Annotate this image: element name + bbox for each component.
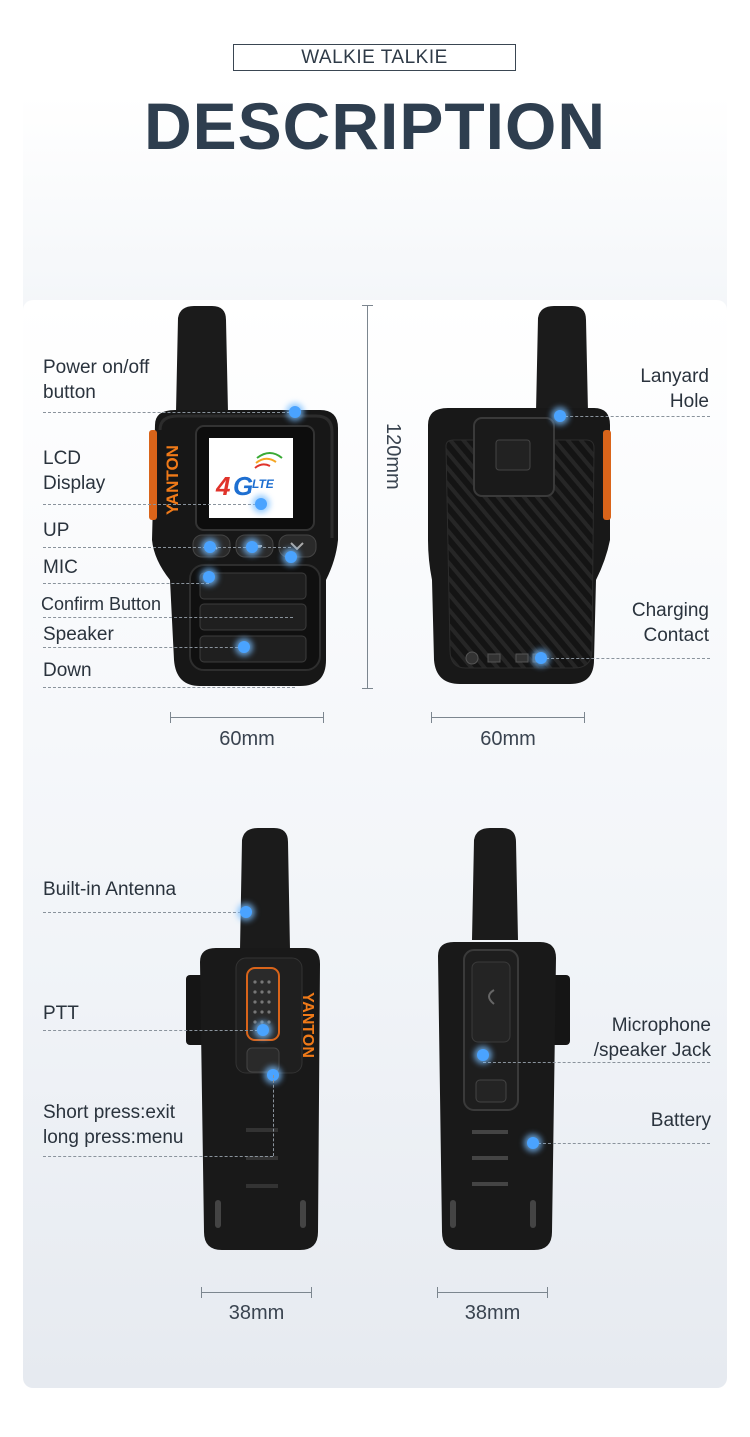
label-lanyard-hole: Lanyard Hole <box>640 366 709 412</box>
leader-down <box>43 687 295 688</box>
callout-dot-lanyard <box>554 410 566 422</box>
callout-dot-up <box>204 541 216 553</box>
leader-up <box>43 547 291 548</box>
label-down: Down <box>43 660 92 681</box>
label-up: UP <box>43 520 70 541</box>
section-subtitle: WALKIE TALKIE <box>233 44 516 71</box>
leader-speaker <box>43 647 243 648</box>
leader-mic <box>43 583 209 584</box>
label-short-long-press: Short press:exit long press:menu <box>43 1102 184 1148</box>
dimension-side-right-width-line <box>437 1287 548 1298</box>
leader-lcd <box>43 504 261 505</box>
callout-dot-mic <box>203 571 215 583</box>
callout-dot-jack <box>477 1049 489 1061</box>
dimension-front-width-line <box>170 712 324 723</box>
callout-dot-down-btn <box>285 551 297 563</box>
dimension-back-width-label: 60mm <box>480 728 536 750</box>
svg-text:LTE: LTE <box>252 477 275 491</box>
label-built-in-antenna: Built-in Antenna <box>43 879 177 900</box>
callout-dot-battery <box>527 1137 539 1149</box>
dimension-side-right-width-label: 38mm <box>464 1302 521 1324</box>
callout-dot-charging <box>535 652 547 664</box>
brand-logo-side: YANTON <box>299 992 316 1058</box>
callout-dot-ptt <box>257 1024 269 1036</box>
svg-text:4: 4 <box>215 471 231 501</box>
label-charging-contact: Charging Contact <box>631 600 709 646</box>
leader-short-press <box>43 1156 273 1157</box>
leader-confirm <box>43 617 293 618</box>
dimension-back-width-line <box>431 712 585 723</box>
brand-logo-front: YANTON <box>163 445 182 515</box>
leader-power <box>43 412 295 413</box>
dimension-side-left-width-label: 38mm <box>228 1302 285 1324</box>
dimension-side-left-width-line <box>201 1287 312 1298</box>
label-mic: MIC <box>43 557 78 578</box>
svg-text:G: G <box>233 471 253 501</box>
callout-dot-lcd <box>255 498 267 510</box>
leader-battery <box>533 1143 710 1144</box>
leader-ptt <box>43 1030 263 1031</box>
dimension-height-line <box>362 305 373 689</box>
leader-charging <box>541 658 710 659</box>
dimension-front-width-label: 60mm <box>219 728 275 750</box>
dimension-height-label: 120mm <box>382 423 404 490</box>
leader-jack <box>483 1062 710 1063</box>
leader-menu-vertical <box>273 1075 274 1156</box>
callout-dot-power <box>289 406 301 418</box>
label-ptt: PTT <box>43 1003 79 1024</box>
label-mic-speaker-jack: Microphone /speaker Jack <box>593 1015 711 1061</box>
page-title: DESCRIPTION <box>143 89 607 163</box>
leader-lanyard <box>560 416 710 417</box>
label-lcd-display: LCD Display <box>43 448 106 494</box>
label-confirm-button: Confirm Button <box>41 594 162 614</box>
label-speaker: Speaker <box>43 624 114 645</box>
callout-dot-antenna <box>240 906 252 918</box>
callout-dot-speaker <box>238 641 250 653</box>
header-background <box>23 95 727 335</box>
leader-antenna <box>43 912 246 913</box>
callout-dot-confirm-btn <box>246 541 258 553</box>
label-power-button: Power on/off button <box>43 357 150 403</box>
label-battery: Battery <box>650 1110 711 1131</box>
